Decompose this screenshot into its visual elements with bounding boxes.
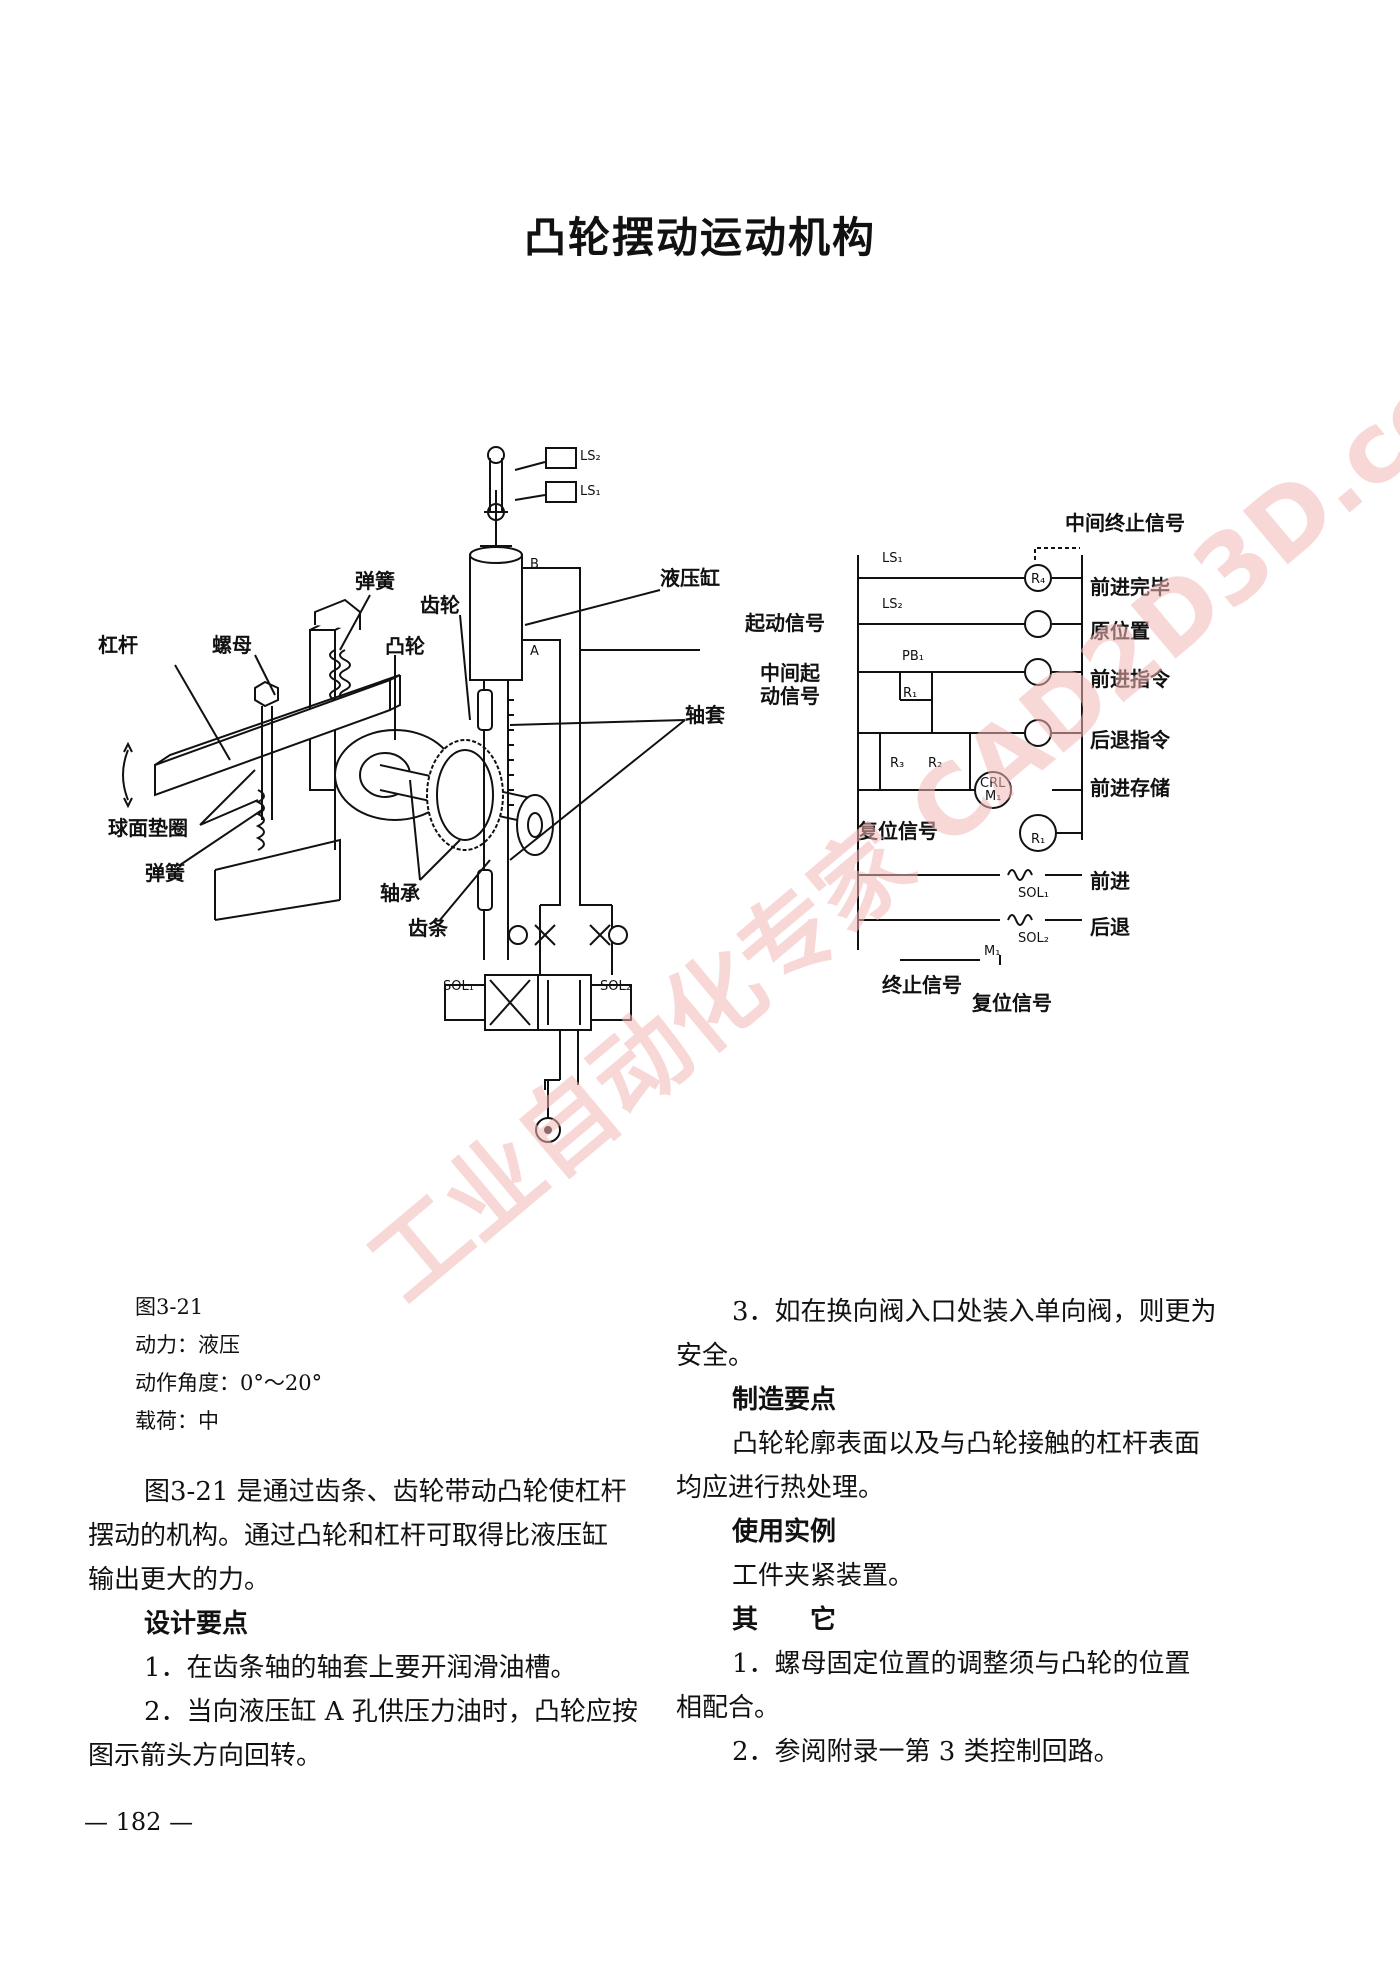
circuit-label-m1: M₁ (984, 944, 1000, 959)
circuit-label-reset-2: 复位信号 (971, 991, 1052, 1015)
label-bearing: 轴承 (380, 881, 420, 905)
circuit-label-retreat: 后退 (1090, 915, 1130, 939)
gear (426, 739, 504, 851)
meta-angle: 动作角度：0°～20° (135, 1371, 323, 1395)
spring-top (329, 649, 351, 701)
label-spring-bottom: 弹簧 (145, 861, 185, 885)
circuit-label-advance-cmd: 前进指令 (1090, 667, 1171, 691)
circuit-label-mid-start-2: 动信号 (760, 684, 820, 708)
meta-load: 载荷：中 (135, 1409, 219, 1433)
meta-power: 动力：液压 (135, 1333, 240, 1357)
directional-valve (444, 974, 632, 1143)
label-cam: 凸轮 (385, 634, 425, 658)
circuit-label-r2: R₂ (928, 756, 942, 771)
circuit-label-ls1: LS₁ (882, 551, 903, 566)
hydraulic-cylinder (469, 446, 523, 681)
circuit-label-advance-complete: 前进完毕 (1090, 575, 1170, 599)
design-point-2a: 2．当向液压缸 A 孔供压力油时，凸轮应按 (144, 1697, 638, 1727)
circuit-label-advance: 前进 (1090, 869, 1130, 893)
label-gear: 齿轮 (420, 593, 460, 617)
label-rack: 齿条 (408, 916, 449, 940)
circuit-label-pb1: PB₁ (902, 649, 924, 664)
other-line-1a: 1．螺母固定位置的调整须与凸轮的位置 (732, 1649, 1191, 1679)
label-ls2: LS₂ (580, 449, 601, 464)
circuit-label-ls2: LS₂ (882, 597, 903, 612)
circuit-label-r1: R₁ (903, 686, 917, 701)
left-column: 图3-21 是通过齿条、齿轮带动凸轮使杠杆 摆动的机构。通过凸轮和杠杆可取得比液… (88, 1470, 648, 1778)
manufacturing-heading: 制造要点 (732, 1385, 837, 1415)
circuit-label-crl-m1: M₁ (985, 789, 1001, 804)
circuit-label-mid-stop: 中间终止信号 (1065, 511, 1185, 535)
label-sleeve: 轴套 (685, 703, 725, 727)
other-line-2: 2．参阅附录一第 3 类控制回路。 (732, 1737, 1120, 1767)
intro-line-3: 输出更大的力。 (88, 1565, 271, 1595)
circuit-label-retreat-cmd: 后退指令 (1090, 728, 1171, 752)
figure-labels: LS₂ LS₁ B A 液压缸 齿轮 弹簧 凸轮 杠杆 螺母 轴套 球面垫圈 弹… (98, 449, 725, 994)
page-title: 凸轮摆动运动机构 (523, 213, 876, 262)
label-ls1: LS₁ (580, 484, 601, 499)
other-heading: 其 它 (732, 1605, 837, 1635)
figure-number: 图3-21 (135, 1295, 204, 1319)
circuit-labels: 中间终止信号 起动信号 中间起 动信号 复位信号 终止信号 复位信号 前进完毕 … (744, 511, 1185, 1015)
circuit-label-mid-start-1: 中间起 (760, 661, 821, 685)
circuit-label-sol1: SOL₁ (1018, 886, 1049, 901)
design-point-3b: 安全。 (676, 1341, 755, 1371)
design-point-3a: 3．如在换向阀入口处装入单向阀，则更为 (732, 1297, 1217, 1327)
intro-line-1: 图3-21 是通过齿条、齿轮带动凸轮使杠杆 (144, 1477, 627, 1507)
right-column: 3．如在换向阀入口处装入单向阀，则更为 安全。 制造要点 凸轮轮廓表面以及与凸轮… (676, 1290, 1236, 1774)
circuit-label-advance-store: 前进存储 (1090, 776, 1170, 800)
manufacturing-line-1a: 凸轮轮廓表面以及与凸轮接触的杠杆表面 (732, 1429, 1201, 1459)
label-spherical-washer: 球面垫圈 (108, 816, 188, 840)
circuit-label-crl: CRL (980, 776, 1006, 791)
label-cylinder: 液压缸 (660, 566, 720, 590)
control-circuit (857, 547, 1083, 965)
circuit-label-start: 起动信号 (744, 611, 825, 635)
rack (477, 680, 514, 960)
intro-line-2: 摆动的机构。通过凸轮和杠杆可取得比液压缸 (88, 1521, 609, 1551)
circuit-label-r3: R₃ (890, 756, 904, 771)
label-lever: 杠杆 (98, 633, 138, 657)
design-point-1: 1．在齿条轴的轴套上要开润滑油槽。 (144, 1653, 577, 1683)
circuit-label-stop: 终止信号 (882, 973, 962, 997)
page-number: — 182 — (84, 1808, 194, 1836)
circuit-label-crl-r1: R₁ (1031, 832, 1045, 847)
figure-meta: 图3-21 动力：液压 动作角度：0°～20° 载荷：中 (135, 1288, 322, 1440)
circuit-label-home: 原位置 (1090, 619, 1150, 643)
usage-heading: 使用实例 (732, 1517, 837, 1547)
circuit-label-sol2: SOL₂ (1018, 931, 1049, 946)
label-port-a: A (530, 644, 539, 659)
usage-line-1: 工件夹紧装置。 (732, 1561, 915, 1591)
label-spring-top: 弹簧 (355, 569, 395, 593)
label-sol1: SOL₁ (443, 979, 474, 994)
design-point-2b: 图示箭头方向回转。 (88, 1741, 323, 1771)
label-sol2: SOL₂ (600, 979, 631, 994)
circuit-label-r4: R₄ (1031, 572, 1045, 587)
circuit-label-reset: 复位信号 (857, 819, 938, 843)
other-line-1b: 相配合。 (676, 1693, 781, 1723)
label-nut: 螺母 (212, 633, 252, 657)
label-port-b: B (530, 557, 539, 572)
manufacturing-line-1b: 均应进行热处理。 (676, 1473, 885, 1503)
design-heading: 设计要点 (144, 1609, 249, 1639)
